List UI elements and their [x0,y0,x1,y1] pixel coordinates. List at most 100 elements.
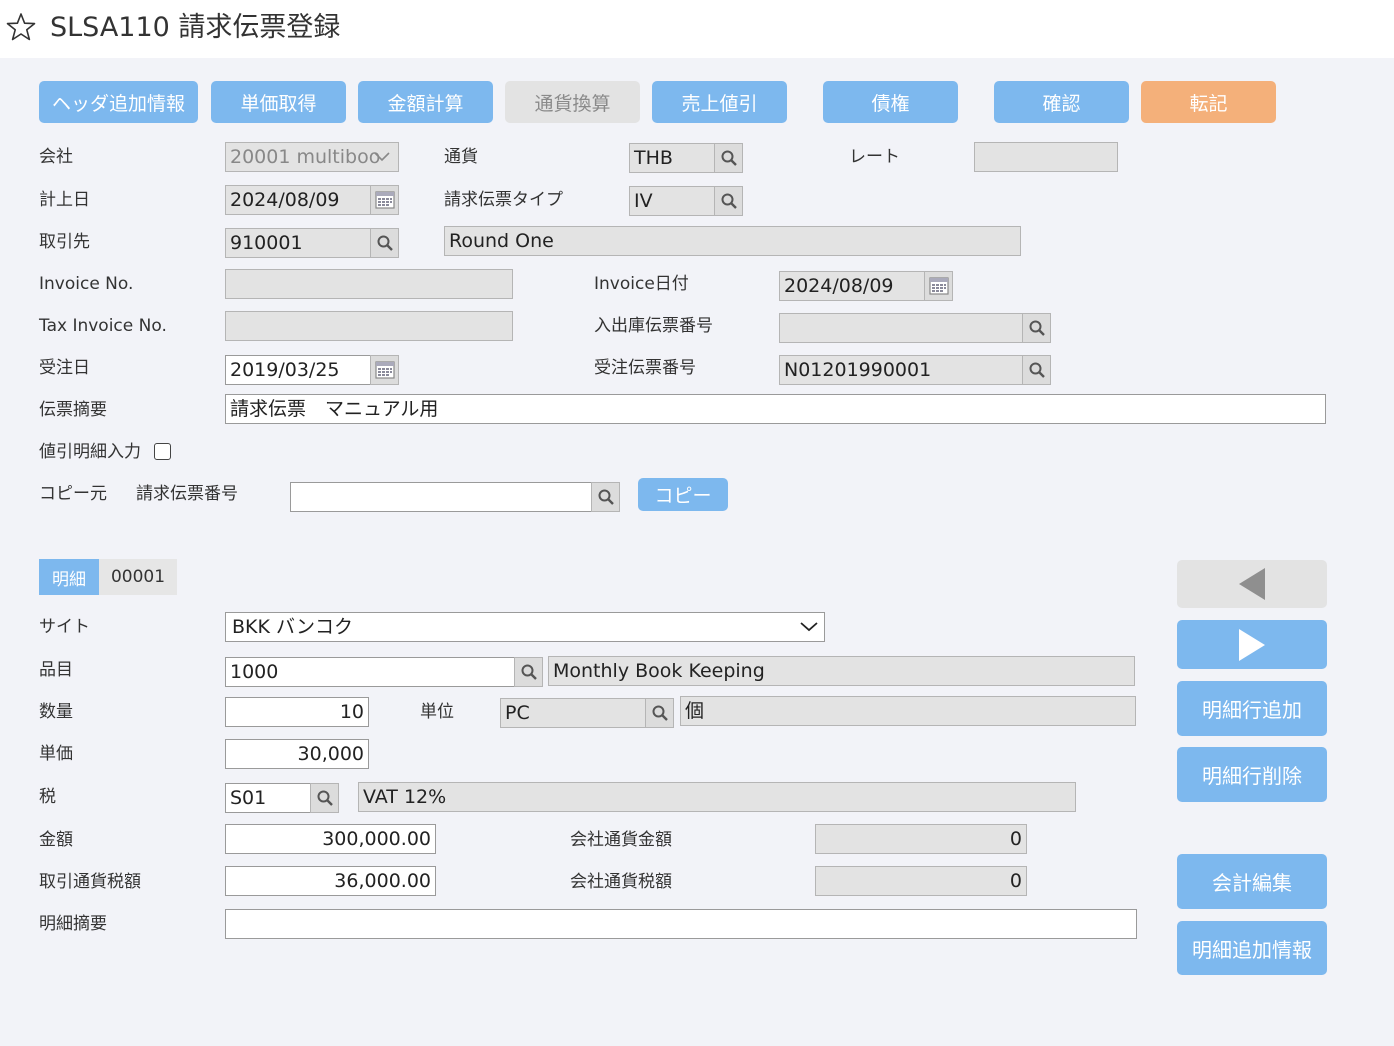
tax-amount-field[interactable]: 36,000.00 [225,866,436,896]
item-code-field[interactable]: 1000 [225,657,515,687]
search-icon [377,235,393,251]
site-select[interactable]: BKK バンコク [225,612,825,642]
amount-field[interactable]: 300,000.00 [225,824,436,854]
invoice-type-label: 請求伝票タイプ [444,190,563,210]
stock-slip-label: 入出庫伝票番号 [594,316,713,336]
chevron-down-icon [374,152,390,162]
partner-code-field[interactable]: 910001 [225,228,371,258]
search-icon [521,664,537,680]
posting-date-field[interactable]: 2024/08/09 [225,185,371,215]
invoice-type-field[interactable]: IV [629,186,715,216]
tax-invoice-no-label: Tax Invoice No. [39,316,167,336]
partner-label: 取引先 [39,232,90,252]
company-tax-label: 会社通貨税額 [570,872,672,892]
copy-button[interactable]: コピー [638,478,728,511]
item-label: 品目 [39,660,73,680]
company-select-value: 20001 multiboo [230,146,381,168]
tax-label: 税 [39,787,56,807]
summary-label: 伝票摘要 [39,400,107,420]
invoice-no-field[interactable] [225,269,513,299]
favorite-star-icon[interactable] [6,12,36,42]
item-name-field: Monthly Book Keeping [548,656,1135,686]
tab-detail[interactable]: 明細 [39,559,99,595]
search-icon [652,705,668,721]
receivable-button[interactable]: 債権 [823,81,958,123]
unit-code-field[interactable]: PC [500,698,646,728]
unit-search-button[interactable] [645,698,674,728]
detail-line-number: 00001 [99,559,177,595]
site-label: サイト [39,617,90,637]
tax-search-button[interactable] [310,783,339,813]
stock-slip-search-button[interactable] [1022,313,1051,343]
order-slip-label: 受注伝票番号 [594,358,696,378]
next-line-button[interactable] [1177,620,1327,669]
tax-code-field[interactable]: S01 [225,783,311,813]
site-select-value: BKK バンコク [232,616,353,638]
currency-search-button[interactable] [714,143,743,173]
company-tax-field: 0 [815,866,1027,896]
invoice-date-label: Invoice日付 [594,274,689,294]
discount-detail-label: 値引明細入力 [39,442,141,462]
partner-name-field: Round One [444,226,1021,256]
unit-price-field[interactable]: 30,000 [225,739,369,769]
add-line-button[interactable]: 明細行追加 [1177,681,1327,736]
stock-slip-field[interactable] [779,313,1023,343]
accounting-edit-button[interactable]: 会計編集 [1177,854,1327,909]
prev-line-button[interactable] [1177,560,1327,608]
title-bar: SLSA110 請求伝票登録 [0,0,1394,58]
invoice-type-search-button[interactable] [714,186,743,216]
arrow-right-icon [1239,628,1265,661]
order-slip-search-button[interactable] [1022,355,1051,385]
invoice-date-field[interactable]: 2024/08/09 [779,271,925,301]
partner-search-button[interactable] [370,228,399,258]
rate-label: レート [849,147,900,167]
search-icon [598,489,614,505]
sales-discount-button[interactable]: 売上値引 [652,81,787,123]
posting-date-calendar-button[interactable] [370,185,399,215]
invoice-no-label: Invoice No. [39,274,134,294]
calendar-icon [374,191,395,209]
company-amount-label: 会社通貨金額 [570,830,672,850]
search-icon [721,150,737,166]
get-price-button[interactable]: 単価取得 [211,81,346,123]
amount-label: 金額 [39,830,73,850]
company-select[interactable]: 20001 multiboo [225,142,399,172]
chevron-down-icon [800,622,818,632]
search-icon [1029,362,1045,378]
post-button[interactable]: 転記 [1141,81,1276,123]
company-amount-field: 0 [815,824,1027,854]
unit-price-label: 単価 [39,744,73,764]
copy-from-label: コピー元 [39,484,107,504]
tax-amount-label: 取引通貨税額 [39,872,141,892]
calendar-icon [928,277,949,295]
order-slip-field[interactable]: N01201990001 [779,355,1023,385]
discount-detail-checkbox[interactable] [154,443,171,460]
posting-date-label: 計上日 [39,190,90,210]
search-icon [721,193,737,209]
rate-field[interactable] [974,142,1118,172]
unit-label: 単位 [420,702,454,722]
confirm-button[interactable]: 確認 [994,81,1129,123]
summary-field[interactable]: 請求伝票 マニュアル用 [225,394,1326,424]
currency-field[interactable]: THB [629,143,715,173]
search-icon [1029,320,1045,336]
delete-line-button[interactable]: 明細行削除 [1177,747,1327,802]
quantity-field[interactable]: 10 [225,697,369,727]
tax-invoice-no-field[interactable] [225,311,513,341]
header-info-button[interactable]: ヘッダ追加情報 [39,81,198,123]
copy-slip-field[interactable] [290,482,592,512]
order-date-field[interactable]: 2019/03/25 [225,355,371,385]
quantity-label: 数量 [39,702,73,722]
tax-name-field: VAT 12% [358,782,1076,812]
invoice-date-calendar-button[interactable] [924,271,953,301]
search-icon [317,790,333,806]
order-date-calendar-button[interactable] [370,355,399,385]
currency-label: 通貨 [444,147,478,167]
line-summary-field[interactable] [225,909,1137,939]
calc-amount-button[interactable]: 金額計算 [358,81,493,123]
item-search-button[interactable] [514,657,543,687]
company-label: 会社 [39,147,73,167]
copy-slip-search-button[interactable] [591,482,620,512]
line-extra-info-button[interactable]: 明細追加情報 [1177,921,1327,975]
currency-conversion-button[interactable]: 通貨換算 [505,81,640,123]
